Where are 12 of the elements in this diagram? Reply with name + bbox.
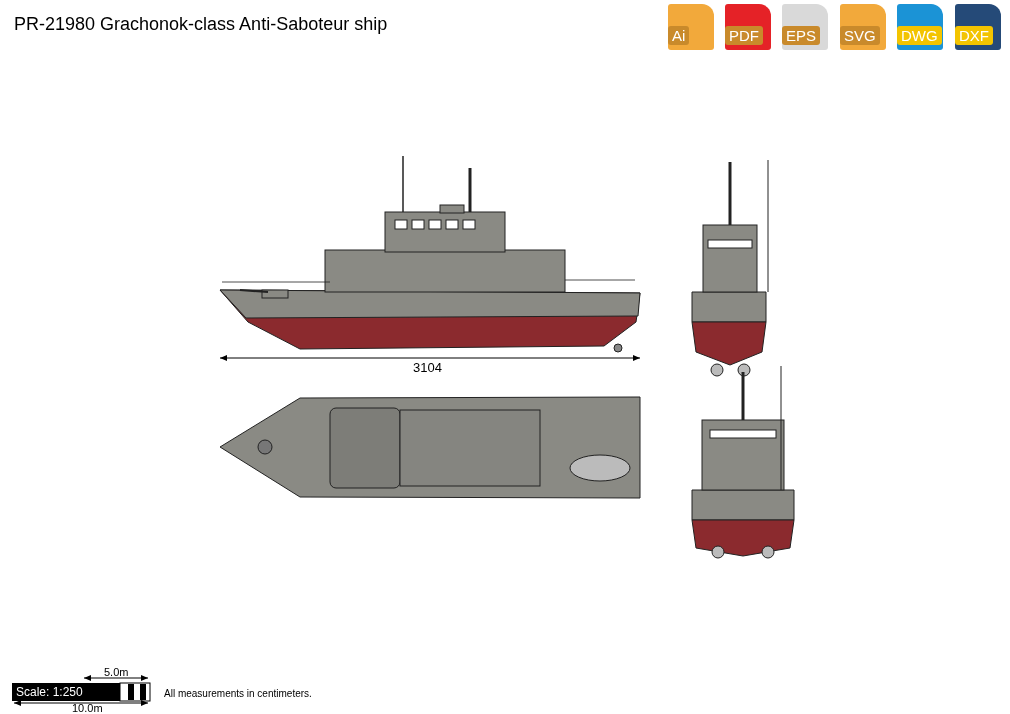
note-text: All measurements in centimeters. — [164, 688, 312, 699]
scale-length: 10.0m — [72, 702, 103, 714]
file-format-icon: PDF — [725, 4, 771, 50]
file-format-icon: Ai — [668, 4, 714, 50]
file-format-icon: SVG — [840, 4, 886, 50]
file-format-icon: EPS — [782, 4, 828, 50]
dimension-value: 3104 — [413, 360, 442, 375]
title: PR-21980 Grachonok-class Anti-Saboteur ship — [14, 14, 388, 35]
scale-length: 5.0m — [104, 666, 129, 678]
scale-label: Scale: 1:250 — [16, 685, 83, 699]
file-format-icon: DWG — [897, 4, 943, 50]
file-format-icon: DXF — [955, 4, 1001, 50]
